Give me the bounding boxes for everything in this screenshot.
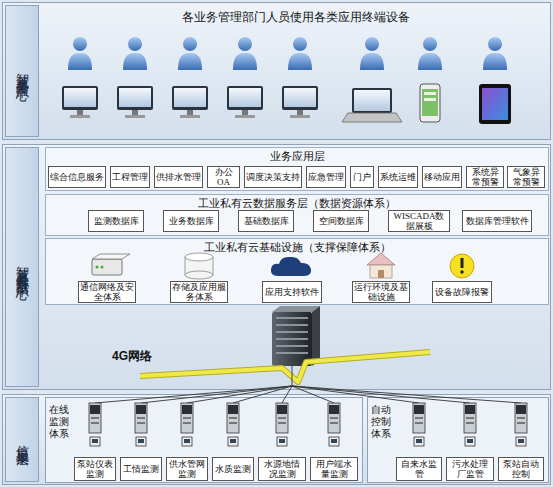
module-box: 自来水监管 [396, 457, 442, 481]
item-label: 运行环境及基础设施 [354, 282, 408, 302]
item-label: 空间数据库 [319, 216, 364, 226]
module-box: 通信网络及安全体系 [78, 281, 136, 303]
item-label: 通信网络及安全体系 [80, 282, 134, 302]
module-box: 工情监测 [120, 457, 162, 481]
module-box: 业务数据库 [163, 210, 219, 232]
module-box: 供水管网监测 [166, 457, 208, 481]
module-box: 应急管理 [306, 166, 346, 188]
item-label: 自来水监管 [398, 459, 440, 479]
item-label: 污水处理厂监管 [448, 459, 492, 479]
service-layer-box: 工业私有云基础设施（支撑保障体系） 通信网络及安全体系 存储及应用服务体系 应用支持软… [45, 238, 549, 305]
module-box: 综合信息服务 [48, 166, 106, 188]
subsystem-box: 自动控制体系自来水监管污水处理厂监管泵站自动控制 [367, 397, 549, 483]
item-label: 调度决策支持 [246, 172, 300, 182]
subsystem-box: 在线监测体系泵站仪表监测工情监测供水管网监测水质监测水源地情况监测用户端水量监测 [45, 397, 363, 483]
item-label: 水源地情况监测 [260, 459, 304, 479]
layer-heading: 工业私有云基础设施（支撑保障体系） [46, 240, 548, 255]
item-label: 泵站仪表监测 [76, 459, 114, 479]
module-box: 水源地情况监测 [258, 457, 306, 481]
module-box: 系统运维 [378, 166, 418, 188]
item-label: 综合信息服务 [50, 172, 104, 182]
item-label: 数据库管理软件 [466, 216, 529, 226]
item-label: 存储及应用服务体系 [172, 282, 226, 302]
module-box: 设备故障报警 [432, 281, 492, 303]
group-heading: 在线监测体系 [48, 404, 70, 440]
item-label: 设备故障报警 [435, 287, 489, 297]
module-box: 污水处理厂监管 [446, 457, 494, 481]
band-title: 各业务管理部门人员使用各类应用终端设备 [41, 9, 550, 26]
module-box: 泵站自动控制 [498, 457, 544, 481]
module-box: 应用支持软件 [262, 281, 322, 303]
band-label: 智慧水务私有云数据中心 [5, 147, 39, 387]
band-label: 智慧水务管控中心 [5, 5, 39, 137]
layer-heading: 业务应用层 [46, 149, 548, 164]
module-box: 运行环境及基础设施 [352, 281, 410, 303]
module-box: 调度决策支持 [244, 166, 302, 188]
module-box: 门户 [350, 166, 374, 188]
module-box: 泵站仪表监测 [74, 457, 116, 481]
item-label: 移动应用 [424, 172, 460, 182]
item-label: 应急管理 [308, 172, 344, 182]
item-label: 供排水管理 [156, 172, 201, 182]
item-label: 业务数据库 [169, 216, 214, 226]
item-label: 水质监测 [215, 464, 251, 474]
item-label: 监测数据库 [94, 216, 139, 226]
module-box: 办公OA [207, 166, 240, 188]
module-box: 移动应用 [422, 166, 462, 188]
module-box: 供排水管理 [154, 166, 203, 188]
module-box: 基础数据库 [238, 210, 294, 232]
item-label: 系统异常预警 [468, 167, 502, 187]
module-box: 气象异常预警 [507, 166, 545, 188]
module-box: 数据库管理软件 [462, 210, 532, 232]
item-label: 系统运维 [380, 172, 416, 182]
layer-heading: 工业私有云数据服务层（数据资源体系） [46, 196, 548, 211]
item-label: 门户 [353, 172, 371, 182]
item-label: 基础数据库 [244, 216, 289, 226]
service-layer-box: 业务应用层综合信息服务工程管理供排水管理办公OA 调度决策支持应急管理门户系统运维… [45, 147, 549, 191]
item-label: 应用支持软件 [265, 287, 319, 297]
item-label: 供水管网监测 [168, 459, 206, 479]
item-label: 用户端水量监测 [312, 459, 356, 479]
item-label: 工程管理 [112, 172, 148, 182]
item-label: 泵站自动控制 [500, 459, 542, 479]
item-label: 工情监测 [123, 464, 159, 474]
module-box: 工程管理 [110, 166, 150, 188]
band-label: 信息采集层 [5, 397, 39, 482]
module-box: 水质监测 [212, 457, 254, 481]
service-layer-box: 工业私有云数据服务层（数据资源体系） 监测数据库 业务数据库 基础数据库 空间数据库 WI… [45, 194, 549, 236]
module-box: 存储及应用服务体系 [170, 281, 228, 303]
network-label: 4G网络 [112, 348, 152, 365]
module-box: 监测数据库 [88, 210, 144, 232]
module-box: WISCADA数据展板 [388, 210, 450, 232]
layer-band: 智慧水务管控中心各业务管理部门人员使用各类应用终端设备 [2, 2, 551, 140]
item-label: 气象异常预警 [509, 167, 543, 187]
module-box: 空间数据库 [313, 210, 369, 232]
item-label: WISCADA数据展板 [390, 211, 448, 231]
item-label: 办公OA [209, 167, 238, 187]
group-heading: 自动控制体系 [370, 404, 392, 440]
layer-band: 信息采集层在线监测体系泵站仪表监测工情监测供水管网监测水质监测水源地情况监测用户… [2, 394, 551, 485]
module-box: 系统异常预警 [466, 166, 504, 188]
layer-band: 智慧水务私有云数据中心业务应用层综合信息服务工程管理供排水管理办公OA 调度决策支… [2, 144, 551, 390]
module-box: 用户端水量监测 [310, 457, 358, 481]
